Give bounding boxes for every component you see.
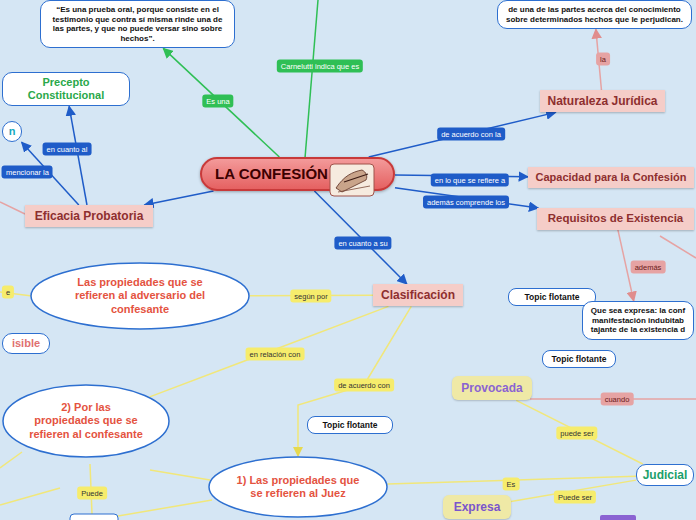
node-text: n <box>9 125 16 138</box>
branch-line <box>118 500 212 516</box>
edge-label: Carnelutti indica que es <box>277 60 363 73</box>
edge-label: la <box>596 53 610 66</box>
edge-label: además comprende los <box>423 196 509 209</box>
edge-label: cuando <box>601 393 634 406</box>
cloud-topic: Las propiedades que se refieren al adver… <box>30 262 250 330</box>
node-text: LA CONFESIÓN <box>215 165 328 183</box>
node-text: Judicial <box>643 468 688 482</box>
subtopic-box: Judicial <box>636 464 694 486</box>
cloud-topic: 2) Por las propiedades que se refieren a… <box>2 384 170 458</box>
node-text: Clasificación <box>381 288 455 302</box>
edge-label: de acuerdo con <box>334 379 394 392</box>
connector <box>516 400 642 464</box>
cloud-shape <box>209 457 387 517</box>
floating-topic: Topic flotante <box>307 416 393 434</box>
connector <box>369 112 556 157</box>
node-text: de una de las partes acerca del conocimi… <box>504 5 685 24</box>
cloud-shape <box>31 263 249 329</box>
branch-line <box>0 488 60 505</box>
note-box: Que sea expresa: la conf manifestación i… <box>582 301 694 340</box>
node-text: Provocada <box>461 381 522 395</box>
main-topic: Naturaleza Jurídica <box>540 90 665 112</box>
node-text: Precepto Constitucional <box>7 76 125 102</box>
node-text: Topic flotante <box>322 420 377 430</box>
edge-label: en cuanto a su <box>334 237 391 250</box>
edge-label: mencionar la <box>2 166 53 179</box>
topic-box: Precepto Constitucional <box>2 72 130 106</box>
main-topic: Capacidad para la Confesión <box>528 167 694 188</box>
node-text: Topic flotante <box>551 354 606 364</box>
branch-line <box>150 470 210 480</box>
branch-line <box>660 236 696 258</box>
node-text: Que sea expresa: la conf manifestación i… <box>589 306 687 335</box>
edge-label: según por <box>290 290 331 303</box>
node-text: “Es una prueba oral, porque consiste en … <box>47 5 228 43</box>
edge-label: Es una <box>202 95 233 108</box>
partial-box <box>70 514 118 520</box>
edge-label: además <box>631 261 666 274</box>
branch-line <box>0 202 25 214</box>
node-text: Naturaleza Jurídica <box>547 94 657 108</box>
branch-line <box>0 452 22 468</box>
node-text: isible <box>12 337 40 350</box>
edge-label: en lo que se refiere a <box>431 174 509 187</box>
node-text: 2) Por las propiedades que se refieren a… <box>28 401 144 441</box>
confession-icon <box>330 164 374 196</box>
main-topic: Requisitos de Existencia <box>537 208 694 230</box>
connector <box>163 48 279 157</box>
cloud-shape <box>3 385 169 457</box>
central-topic: LA CONFESIÓN <box>200 157 395 191</box>
cloud-topic: 1) Las propiedades que se refieren al Ju… <box>208 456 388 518</box>
node-text: Requisitos de Existencia <box>548 212 684 226</box>
subtopic-box: Expresa <box>443 495 511 519</box>
quote-box: “Es una prueba oral, porque consiste en … <box>40 0 235 48</box>
floating-topic: Topic flotante <box>508 288 596 306</box>
floating-topic: Topic flotante <box>542 350 616 368</box>
edge-label: en cuanto al <box>43 143 92 156</box>
node-text: Expresa <box>454 500 501 514</box>
edge-label: de acuerdo con la <box>437 128 505 141</box>
node-text: Las propiedades que se refieren al adver… <box>56 276 224 316</box>
node-text: Capacidad para la Confesión <box>536 171 687 184</box>
edge-label: Puede <box>77 487 107 500</box>
edge-label: Es <box>503 478 520 491</box>
node-text: Topic flotante <box>524 292 579 302</box>
connector <box>298 306 411 456</box>
connector <box>69 106 87 205</box>
node-text: Eficacia Probatoria <box>35 209 144 223</box>
subtopic-box: Provocada <box>452 376 532 400</box>
branch-line <box>305 0 318 158</box>
edge-label: en relación con <box>246 348 305 361</box>
partial-box <box>600 515 636 520</box>
topic-box: isible <box>2 333 50 354</box>
connector <box>314 191 406 284</box>
connector <box>395 188 538 208</box>
connector <box>144 191 213 205</box>
edge-label: e <box>2 286 14 299</box>
node-text: 1) Las propiedades que se refieren al Ju… <box>234 474 362 500</box>
edge-label: Puede ser <box>554 491 596 504</box>
topic-box: n <box>2 121 22 142</box>
main-topic: Clasificación <box>373 284 463 306</box>
note-box: de una de las partes acerca del conocimi… <box>497 0 692 29</box>
edge-label: puede ser <box>556 427 597 440</box>
main-topic: Eficacia Probatoria <box>25 205 153 227</box>
